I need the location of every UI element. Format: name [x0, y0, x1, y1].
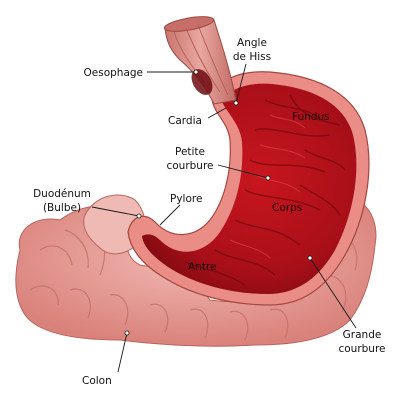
leader-dot-icon: [193, 69, 199, 75]
label-colon: Colon: [82, 375, 112, 387]
leader-lines: [91, 63, 357, 373]
label-duodenum: Duodénum: [33, 188, 91, 200]
label-duodenum: (Bulbe): [43, 202, 81, 214]
leader-dot-icon: [233, 100, 239, 106]
leader-dot-icon: [136, 213, 142, 219]
label-cardia: Cardia: [168, 115, 202, 127]
label-petite-courbure: Petite: [175, 146, 205, 158]
label-fundus: Fundus: [292, 111, 330, 123]
label-angle-de-hiss: Angle: [237, 37, 267, 49]
label-angle-de-hiss: de Hiss: [233, 51, 271, 63]
label-pylore: Pylore: [170, 193, 202, 205]
leader-dot-icon: [307, 255, 313, 261]
leader-dot-icon: [265, 175, 271, 181]
label-antre: Antre: [188, 261, 217, 273]
labels: Angle de Hiss Oesophage Cardia Fundus Pe…: [33, 37, 385, 387]
label-petite-courbure: courbure: [166, 160, 213, 172]
esophagus-shape: [163, 16, 237, 105]
stomach-shape: [127, 71, 370, 306]
label-corps: Corps: [272, 202, 302, 214]
label-grande-courbure: courbure: [338, 343, 385, 355]
leader-dot-icon: [124, 330, 130, 336]
leader-dots: [124, 69, 313, 336]
label-grande-courbure: Grande: [343, 329, 382, 341]
label-oesophage: Oesophage: [84, 67, 144, 79]
